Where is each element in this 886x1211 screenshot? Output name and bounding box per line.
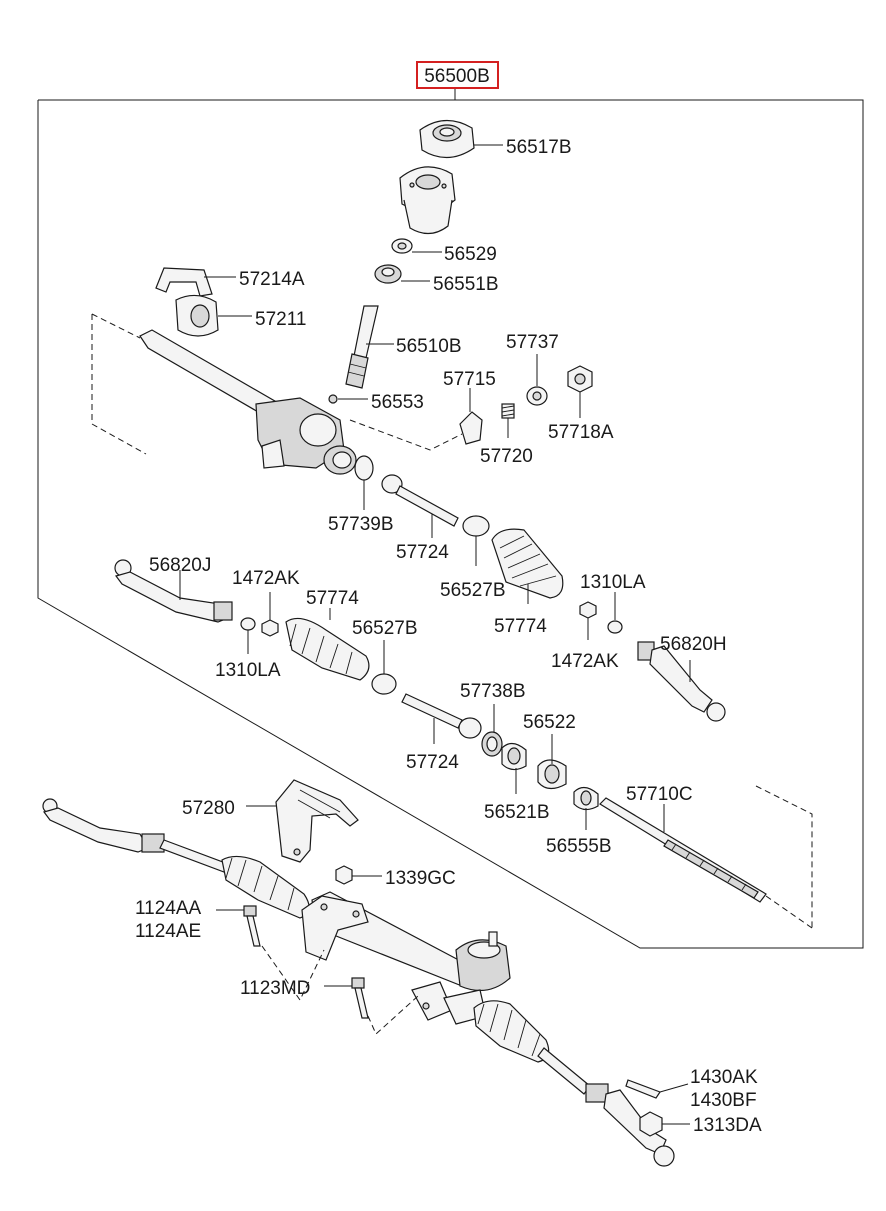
part-57739B-ring bbox=[354, 455, 374, 481]
label-57737: 57737 bbox=[506, 332, 559, 353]
label-1123MD: 1123MD bbox=[240, 978, 310, 999]
part-56522-bushing bbox=[537, 759, 567, 790]
part-assembled-rack bbox=[42, 798, 675, 1167]
part-1339GC-nut bbox=[335, 865, 353, 885]
label-56521B: 56521B bbox=[484, 802, 550, 823]
part-57280-clamp-cover bbox=[275, 779, 359, 863]
label-1472AK-right: 1472AK bbox=[551, 651, 619, 672]
part-57724-inner-tie-rod-upper bbox=[381, 474, 459, 527]
part-56553-ring bbox=[328, 394, 338, 404]
label-57280: 57280 bbox=[182, 798, 235, 819]
label-57738B: 57738B bbox=[460, 681, 526, 702]
label-56510B: 56510B bbox=[396, 336, 462, 357]
assembly-frame bbox=[37, 88, 864, 949]
part-bearing-housing bbox=[399, 166, 456, 235]
part-56551B-seal bbox=[374, 264, 402, 284]
label-57715: 57715 bbox=[443, 369, 496, 390]
label-1124AE: 1124AE bbox=[135, 921, 201, 942]
part-57211-bushing bbox=[175, 294, 219, 337]
part-1310LA-right bbox=[607, 620, 623, 634]
part-1430AK-cotter-pin bbox=[625, 1079, 661, 1099]
part-57774-boot-right bbox=[491, 528, 564, 599]
part-1313DA-castle-nut bbox=[639, 1111, 663, 1137]
part-57214A-bracket bbox=[155, 267, 213, 297]
part-57774-boot-left bbox=[285, 617, 370, 681]
label-57724-upper: 57724 bbox=[396, 542, 449, 563]
label-56527B-left: 56527B bbox=[352, 618, 418, 639]
part-56521B-bushing bbox=[501, 742, 527, 771]
part-56555B-bushing bbox=[573, 786, 599, 811]
part-56517B-mount bbox=[419, 119, 475, 159]
label-1310LA-right: 1310LA bbox=[580, 572, 646, 593]
part-56820H-tie-rod-end bbox=[637, 641, 726, 722]
label-57739B: 57739B bbox=[328, 514, 394, 535]
label-1430AK: 1430AK bbox=[690, 1067, 758, 1088]
assembly-label-text: 56500B bbox=[424, 66, 490, 87]
label-56820J: 56820J bbox=[149, 555, 211, 576]
label-56820H: 56820H bbox=[660, 634, 727, 655]
part-56527B-clamp-left bbox=[371, 673, 397, 695]
part-57724-inner-tie-rod-lower bbox=[401, 693, 482, 739]
label-57718A: 57718A bbox=[548, 422, 614, 443]
label-1339GC: 1339GC bbox=[385, 868, 456, 889]
label-1310LA-left: 1310LA bbox=[215, 660, 281, 681]
assembly-label-56500B[interactable]: 56500B bbox=[416, 61, 499, 89]
label-1430BF: 1430BF bbox=[690, 1090, 757, 1111]
label-57720: 57720 bbox=[480, 446, 533, 467]
label-1124AA: 1124AA bbox=[135, 898, 202, 919]
part-1472AK-left bbox=[261, 619, 279, 637]
part-1472AK-right bbox=[579, 601, 597, 619]
label-56551B: 56551B bbox=[433, 274, 499, 295]
part-57737-plug bbox=[526, 386, 548, 406]
part-56527B-clamp-upper bbox=[462, 515, 490, 537]
label-57214A: 57214A bbox=[239, 269, 305, 290]
label-56527B-upper: 56527B bbox=[440, 580, 506, 601]
part-1123MD-bolt bbox=[351, 977, 369, 1019]
part-1124AA-bolt bbox=[243, 905, 261, 947]
part-56510B-pinion bbox=[345, 305, 379, 389]
label-1472AK-left: 1472AK bbox=[232, 568, 300, 589]
label-56553: 56553 bbox=[371, 392, 424, 413]
label-56517B: 56517B bbox=[506, 137, 572, 158]
label-57211: 57211 bbox=[255, 309, 306, 330]
part-57720-spring bbox=[501, 403, 515, 419]
label-56522: 56522 bbox=[523, 712, 576, 733]
label-57710C: 57710C bbox=[626, 784, 693, 805]
label-1313DA: 1313DA bbox=[693, 1115, 762, 1136]
part-56820J-tie-rod-end bbox=[114, 559, 233, 623]
part-57710C-rack-bar bbox=[599, 797, 767, 903]
label-57774-left: 57774 bbox=[306, 588, 359, 609]
part-57715-yoke bbox=[459, 411, 483, 445]
label-56529: 56529 bbox=[444, 244, 497, 265]
part-1310LA-left bbox=[240, 617, 256, 631]
label-56555B: 56555B bbox=[546, 836, 612, 857]
part-rack-housing-upper bbox=[139, 329, 357, 475]
label-57724-lower: 57724 bbox=[406, 752, 459, 773]
label-57774-right: 57774 bbox=[494, 616, 547, 637]
